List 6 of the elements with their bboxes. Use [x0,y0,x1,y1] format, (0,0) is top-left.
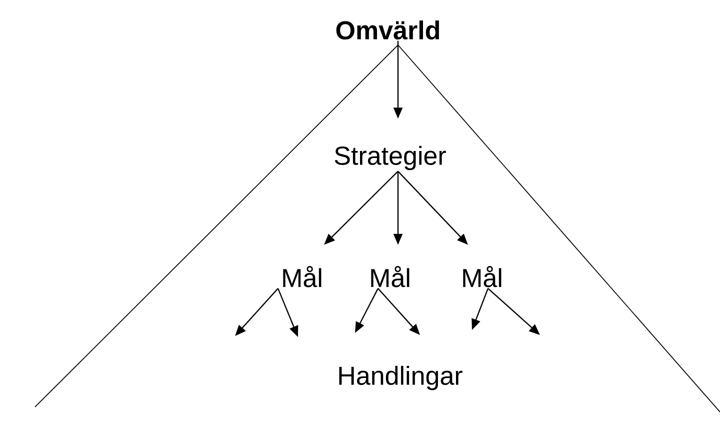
node-label: Handlingar [339,366,462,390]
node-label: Mål [283,266,322,288]
node-label: Mål [463,266,502,288]
node-label: Omvärld [336,20,440,40]
node-label: Strategier [334,146,446,170]
node-label: Mål [371,266,410,288]
